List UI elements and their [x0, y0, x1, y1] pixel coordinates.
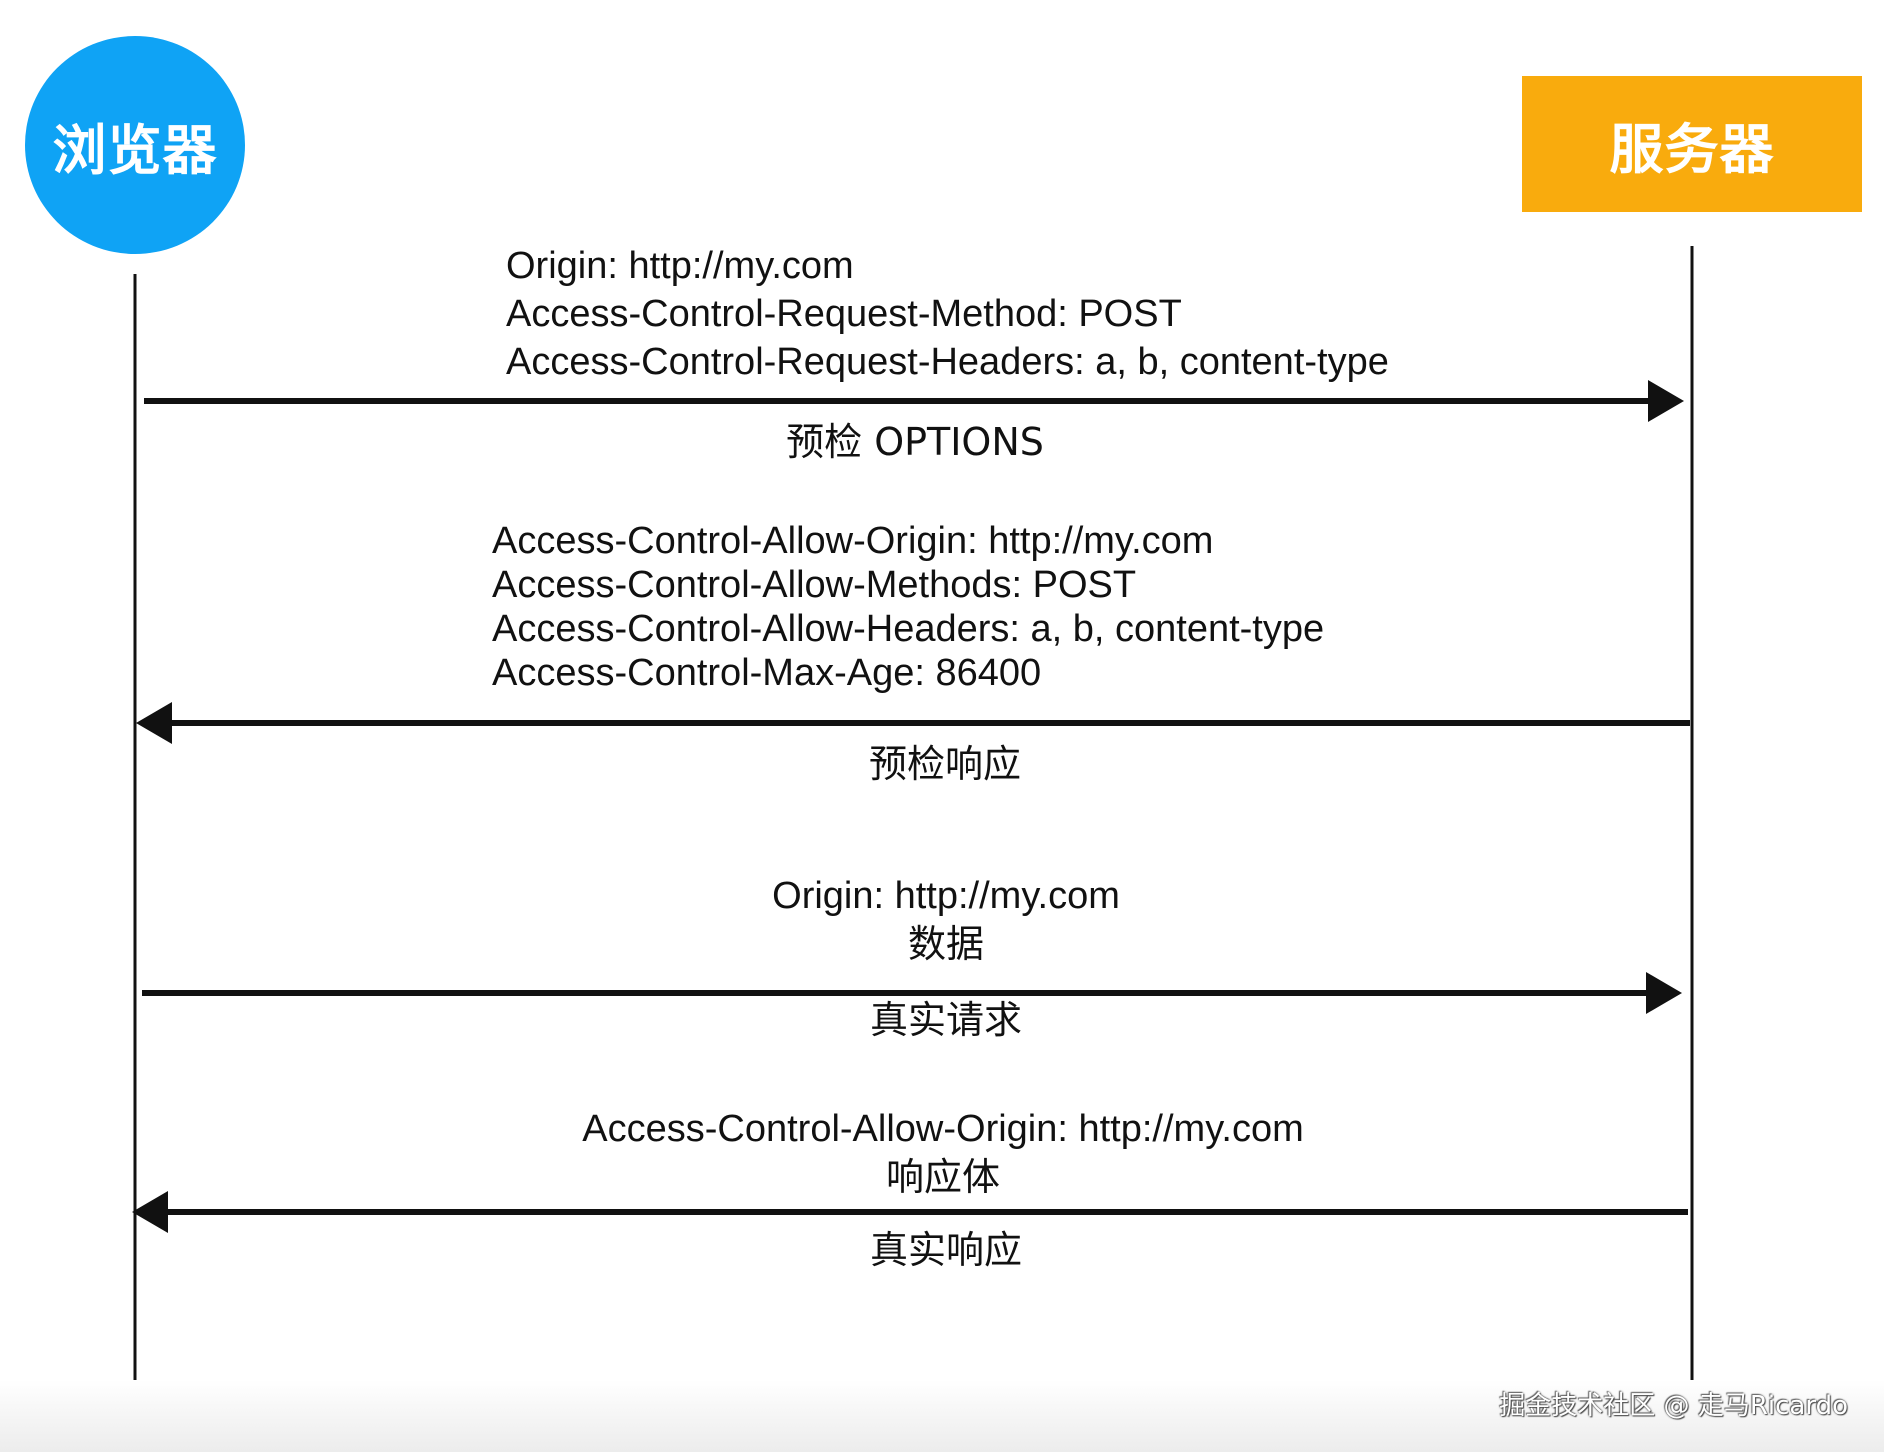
actual-response-headers: Access-Control-Allow-Origin: http://my.c…: [582, 1105, 1303, 1201]
arrow-preflight-response: [136, 702, 1690, 744]
header-line: Origin: http://my.com: [772, 875, 1120, 917]
watermark: 掘金技术社区 @ 走马Ricardo: [1499, 1391, 1848, 1421]
header-line: 响应体: [885, 1155, 1000, 1199]
header-line: Access-Control-Allow-Origin: http://my.c…: [492, 520, 1214, 562]
header-line: Access-Control-Allow-Headers: a, b, cont…: [492, 608, 1325, 650]
browser-actor-label: 浏览器: [52, 118, 218, 182]
header-line: Access-Control-Max-Age: 86400: [492, 652, 1042, 694]
preflight-response-headers: Access-Control-Allow-Origin: http://my.c…: [492, 519, 1324, 695]
browser-actor: 浏览器: [25, 36, 245, 254]
header-line: Origin: http://my.com: [506, 245, 854, 287]
actual-request-headers: Origin: http://my.com 数据: [772, 872, 1120, 968]
actual-request-caption: 真实请求: [869, 998, 1023, 1042]
preflight-request-caption: 预检 OPTIONS: [786, 420, 1044, 464]
actual-response-caption: 真实响应: [869, 1228, 1023, 1272]
server-actor-label: 服务器: [1609, 117, 1775, 181]
header-line: 数据: [907, 922, 984, 966]
header-line: Access-Control-Allow-Methods: POST: [492, 564, 1137, 606]
server-actor: 服务器: [1522, 76, 1862, 212]
preflight-request-headers: Origin: http://my.com Access-Control-Req…: [506, 242, 1389, 386]
arrow-preflight-request: [144, 380, 1684, 422]
arrow-actual-response: [132, 1191, 1688, 1233]
header-line: Access-Control-Allow-Origin: http://my.c…: [582, 1108, 1304, 1150]
arrow-actual-request: [142, 972, 1682, 1014]
header-line: Access-Control-Request-Method: POST: [506, 293, 1182, 335]
footer-band: [0, 1380, 1884, 1452]
header-line: Access-Control-Request-Headers: a, b, co…: [506, 341, 1389, 383]
preflight-response-caption: 预检响应: [868, 742, 1022, 786]
